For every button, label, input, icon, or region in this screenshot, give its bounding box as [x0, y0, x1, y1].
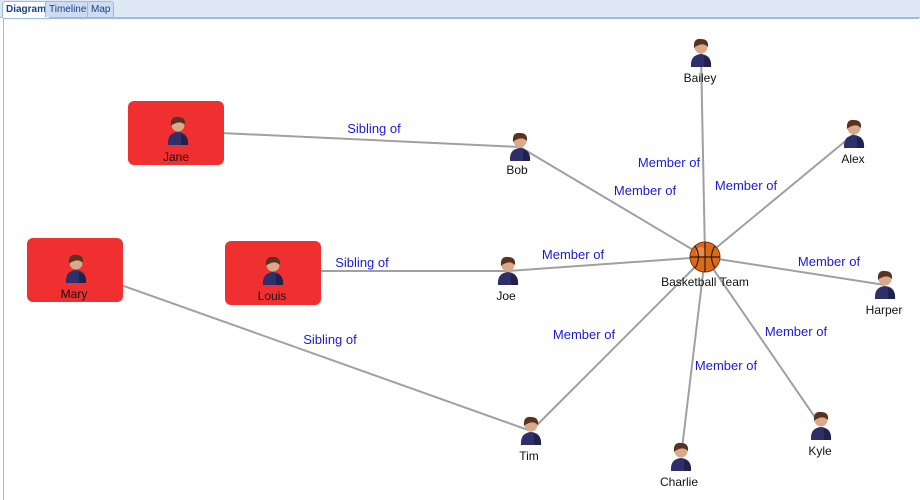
relationship-diagram[interactable]: Sibling of Sibling of Sibling of Member of M… [4, 19, 919, 500]
person-icon [520, 416, 542, 445]
node-harper[interactable]: Harper [866, 270, 903, 317]
highlight-box-mary [27, 238, 123, 302]
edge-kyle-team[interactable] [704, 256, 822, 427]
edge-bob-team[interactable] [519, 146, 706, 258]
edge-jane-bob[interactable] [177, 130, 521, 148]
edge-label-kyle-team: Member of [765, 324, 828, 339]
person-icon [65, 254, 87, 283]
node-label-mary: Mary [61, 287, 88, 301]
person-icon [690, 38, 712, 67]
edge-mary-tim[interactable] [75, 268, 532, 432]
node-joe[interactable]: Joe [496, 256, 519, 303]
edge-label-joe-team: Member of [542, 247, 605, 262]
edge-charlie-team[interactable] [680, 256, 706, 458]
node-label-tim: Tim [519, 449, 539, 463]
edge-label-bob-team: Member of [614, 183, 677, 198]
diagram-canvas[interactable]: Sibling of Sibling of Sibling of Member of M… [3, 18, 919, 500]
edge-labels-layer: Sibling of Sibling of Sibling of Member of M… [303, 121, 860, 373]
node-alex[interactable]: Alex [841, 119, 865, 166]
node-team[interactable]: Basketball Team [661, 241, 749, 289]
edge-label-alex-team: Member of [715, 178, 778, 193]
edge-label-jane-bob: Sibling of [347, 121, 401, 136]
node-label-team: Basketball Team [661, 275, 749, 289]
person-icon [874, 270, 896, 299]
edge-label-tim-team: Member of [553, 327, 616, 342]
node-label-louis: Louis [258, 289, 287, 303]
tab-map[interactable]: Map [87, 1, 115, 17]
basketball-icon [689, 241, 721, 273]
node-louis[interactable]: Louis [258, 256, 287, 303]
person-icon [670, 442, 692, 471]
node-charlie[interactable]: Charlie [660, 442, 698, 489]
edge-label-louis-joe: Sibling of [335, 255, 389, 270]
edge-bailey-team[interactable] [700, 52, 706, 258]
person-icon [509, 132, 531, 161]
edge-joe-team[interactable] [507, 256, 706, 272]
edges-layer [75, 52, 886, 458]
person-icon [167, 116, 189, 145]
tab-timeline[interactable]: Timeline [45, 1, 91, 17]
edge-alex-team[interactable] [704, 133, 855, 258]
node-bob[interactable]: Bob [506, 132, 531, 177]
node-label-bailey: Bailey [684, 71, 717, 85]
person-icon [262, 256, 284, 285]
person-icon [843, 119, 865, 148]
node-label-joe: Joe [496, 289, 516, 303]
node-jane[interactable]: Jane [163, 116, 189, 164]
edge-harper-team[interactable] [704, 256, 886, 286]
node-label-charlie: Charlie [660, 475, 698, 489]
node-label-bob: Bob [506, 163, 528, 177]
person-icon [810, 411, 832, 440]
edge-label-charlie-team: Member of [695, 358, 758, 373]
tab-diagram[interactable]: Diagram [2, 1, 51, 18]
edge-tim-team[interactable] [530, 256, 706, 432]
edge-label-harper-team: Member of [798, 254, 861, 269]
tab-strip: Diagram Timeline Map [0, 0, 920, 18]
node-label-jane: Jane [163, 150, 189, 164]
node-tim[interactable]: Tim [519, 416, 542, 463]
edge-label-mary-tim: Sibling of [303, 332, 357, 347]
node-label-alex: Alex [841, 152, 864, 166]
node-bailey[interactable]: Bailey [684, 38, 717, 85]
edge-label-bailey-team: Member of [638, 155, 701, 170]
node-kyle[interactable]: Kyle [808, 411, 832, 458]
node-label-harper: Harper [866, 303, 903, 317]
person-icon [497, 256, 519, 285]
node-label-kyle: Kyle [808, 444, 832, 458]
node-mary[interactable]: Mary [61, 254, 88, 301]
